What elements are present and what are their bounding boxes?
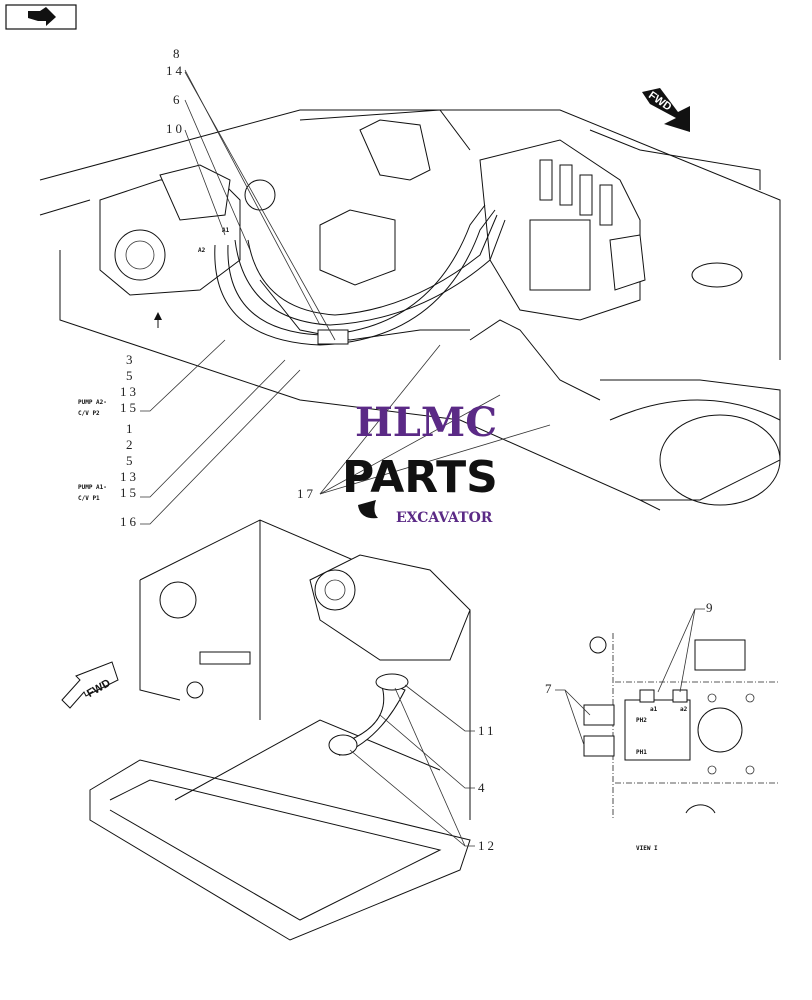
bottom-view-frame xyxy=(89,519,471,941)
label: C/V P1 xyxy=(78,495,100,502)
label: C/V P2 xyxy=(78,410,100,417)
label: 5 xyxy=(126,368,136,383)
top-view-frame xyxy=(39,109,781,511)
watermark-logo: HLMC PARTS EXCAVATOR xyxy=(342,399,498,526)
label: PUMP A2- xyxy=(78,399,107,406)
label: PH2 xyxy=(636,717,647,724)
label: 2 xyxy=(126,437,136,452)
fwd-arrow-top: FWD xyxy=(642,88,690,132)
label: a1 xyxy=(650,706,658,713)
port-label-a1: A1 xyxy=(222,227,230,234)
label: 13 xyxy=(120,384,139,399)
label: 16 xyxy=(120,514,139,529)
callouts-bottom: 11 4 12 xyxy=(349,684,497,853)
hydraulic-hoses xyxy=(214,204,506,346)
callout-group-p2: 3 5 13 15 PUMP A2- C/V P2 xyxy=(78,339,226,417)
detail-view: PH2 PH1 a1 a2 VIEW I xyxy=(583,633,780,852)
callout-group-p1: 1 2 5 13 PUMP A1- C/V P1 15 16 xyxy=(78,359,301,529)
port-label-a2: A2 xyxy=(198,247,206,254)
label: HLMC xyxy=(355,399,497,446)
label: PARTS xyxy=(342,452,498,503)
view-arrow-head xyxy=(154,312,162,320)
control-valve xyxy=(479,139,646,321)
label: 3 xyxy=(126,352,136,367)
navigation-button[interactable] xyxy=(5,4,77,30)
fwd-arrow-bottom: FWD xyxy=(61,661,119,709)
label: 10 xyxy=(166,121,185,136)
callouts-detail: 7 9 xyxy=(545,600,716,746)
label: 5 xyxy=(126,453,136,468)
label: 1 xyxy=(126,421,136,436)
hydraulic-pump: A2 A1 xyxy=(99,164,276,296)
label: PH1 xyxy=(636,749,647,756)
label: 6 xyxy=(173,92,183,107)
label: 13 xyxy=(120,469,139,484)
label: 15 xyxy=(120,485,139,500)
label: EXCAVATOR xyxy=(396,510,493,526)
label: VIEW I xyxy=(636,845,658,852)
label: 4 xyxy=(478,780,488,795)
callout-17: 17 xyxy=(297,344,551,501)
label: 17 xyxy=(297,486,316,501)
label: 12 xyxy=(478,838,497,853)
label: 11 xyxy=(478,723,497,738)
label: a2 xyxy=(680,706,688,713)
label: 15 xyxy=(120,400,139,415)
navigation-arrow-icon xyxy=(28,7,56,26)
label: 14 xyxy=(166,63,185,78)
label: 8 xyxy=(173,46,183,61)
label: PUMP A1- xyxy=(78,484,107,491)
label: 7 xyxy=(545,681,555,696)
callouts-top: 8 14 6 10 xyxy=(166,46,336,341)
label: 9 xyxy=(706,600,716,615)
